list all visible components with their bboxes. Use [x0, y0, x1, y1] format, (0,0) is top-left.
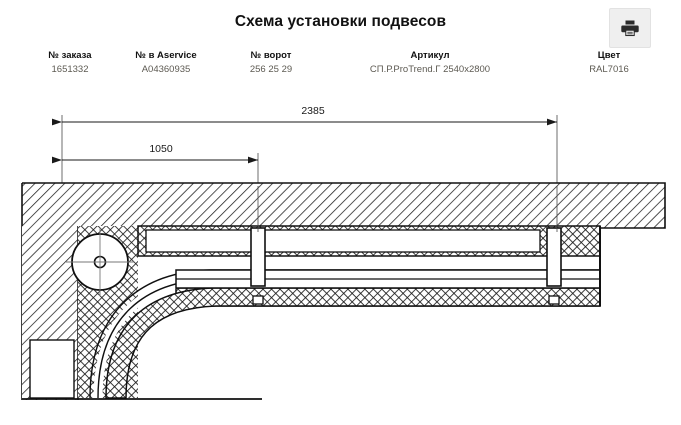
field-order-number: № заказа 1651332: [48, 50, 91, 76]
field-article-value: СП.Р.ProTrend.Г 2540х2800: [369, 64, 491, 75]
dimension-first-hanger-offset-value: 1050: [149, 143, 173, 155]
print-button[interactable]: [609, 8, 651, 48]
field-aservice-number-label: № в Aservice: [135, 50, 197, 61]
field-article: Артикул СП.Р.ProTrend.Г 2540х2800: [370, 50, 490, 76]
curved-guide-rail: [89, 269, 601, 399]
dimension-first-hanger-offset: 1050: [52, 141, 259, 186]
hanger-left: [250, 186, 266, 305]
field-aservice-number: № в Aservice A04360935: [135, 50, 196, 76]
field-gate-number-label: № ворот: [250, 50, 292, 61]
field-article-label: Артикул: [410, 50, 450, 61]
page-title: Схема установки подвесов: [234, 13, 447, 30]
printer-icon: [620, 18, 640, 38]
horizontal-rail: [175, 269, 601, 289]
wall-column: [22, 226, 262, 400]
info-fields-row: № заказа 1651332 № в Aservice A04360935 …: [0, 50, 681, 82]
field-color-label: Цвет: [597, 50, 621, 61]
field-gate-number: № ворот 256 25 29: [250, 50, 292, 76]
field-aservice-number-value: A04360935: [141, 64, 191, 75]
field-gate-number-value: 256 25 29: [249, 64, 293, 75]
dimension-overall-span: 2385: [52, 103, 558, 186]
dimension-overall-span-value: 2385: [301, 105, 325, 117]
hanger-right: [546, 186, 562, 305]
field-order-number-value: 1651332: [51, 64, 89, 75]
torsion-drum: [66, 228, 134, 296]
field-order-number-label: № заказа: [48, 50, 92, 61]
field-color: Цвет RAL7016: [589, 50, 629, 76]
field-color-value: RAL7016: [589, 64, 629, 75]
